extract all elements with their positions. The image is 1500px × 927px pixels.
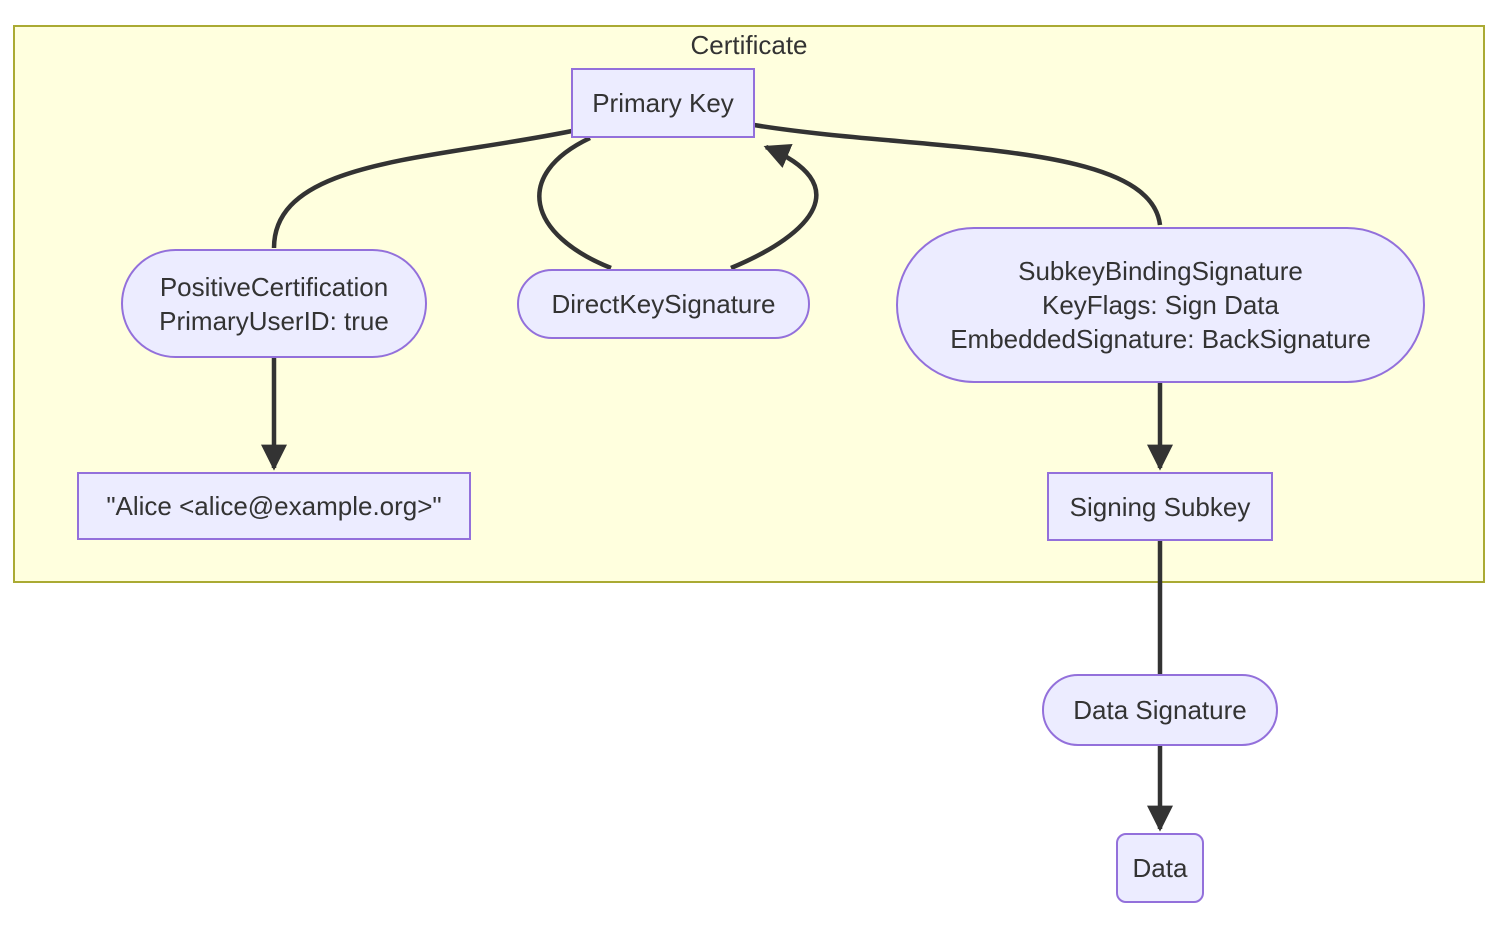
- node-subkey-binding-signature-line-3: EmbeddedSignature: BackSignature: [950, 324, 1371, 354]
- node-subkey-binding-signature-line-1: SubkeyBindingSignature: [1018, 256, 1303, 286]
- edge-primarykey-to-subkeybindingsignature: [753, 122, 1163, 226]
- node-primary-key: Primary Key: [571, 68, 755, 138]
- node-data: Data: [1116, 833, 1204, 903]
- node-positive-certification: PositiveCertification PrimaryUserID: tru…: [121, 249, 427, 358]
- cluster-title: Certificate: [690, 30, 808, 60]
- node-data-signature: Data Signature: [1042, 674, 1278, 746]
- node-direct-key-signature-label: DirectKeySignature: [551, 289, 776, 319]
- edge-primarykey-to-positivecertification: [271, 128, 573, 249]
- node-primary-key-label: Primary Key: [592, 88, 734, 118]
- node-data-label: Data: [1132, 853, 1188, 883]
- node-direct-key-signature: DirectKeySignature: [517, 269, 810, 339]
- node-positive-certification-line-2: PrimaryUserID: true: [159, 305, 389, 336]
- node-user-id-label: "Alice <alice@example.org>": [106, 491, 442, 521]
- edge-directkeysignature-to-primarykey: [730, 143, 819, 271]
- edge-primarykey-to-directkeysignature: [537, 135, 612, 271]
- node-subkey-binding-signature-line-2: KeyFlags: Sign Data: [1041, 290, 1279, 320]
- node-subkey-binding-signature: SubkeyBindingSignature KeyFlags: Sign Da…: [896, 227, 1425, 383]
- node-data-signature-label: Data Signature: [1073, 695, 1247, 725]
- node-signing-subkey-label: Signing Subkey: [1069, 491, 1251, 522]
- node-positive-certification-line-1: PositiveCertification: [159, 271, 389, 302]
- node-user-id: "Alice <alice@example.org>": [77, 472, 471, 540]
- node-signing-subkey: Signing Subkey: [1047, 472, 1273, 541]
